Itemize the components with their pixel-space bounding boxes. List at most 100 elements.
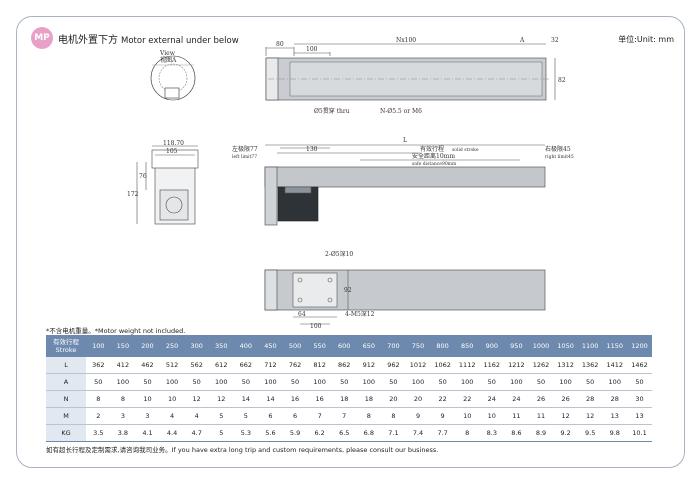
- dim-a: A: [519, 37, 525, 44]
- dim-100-bottom: 100: [310, 323, 322, 330]
- table-cell: 9.2: [553, 424, 578, 442]
- weight-note: *不含电机重量。*Motor weight not included.: [46, 327, 186, 335]
- table-cell: 26: [553, 390, 578, 408]
- table-cell: 100: [307, 373, 332, 391]
- table-cell: 16: [282, 390, 308, 408]
- table-cell: 562: [184, 357, 209, 374]
- table-cell: 8.9: [528, 424, 554, 442]
- table-cell: 912: [356, 357, 382, 374]
- stroke-col-650: 650: [356, 335, 382, 357]
- right-limit-en: right limit45: [545, 154, 574, 160]
- table-cell: 14: [233, 390, 259, 408]
- table-cell: 50: [331, 373, 357, 391]
- table-cell: 8: [356, 407, 382, 425]
- model-badge: MP: [31, 27, 53, 49]
- table-cell: 11: [528, 407, 554, 425]
- table-cell: 9: [405, 407, 431, 425]
- row-label: KG: [46, 424, 86, 442]
- table-cell: 1062: [430, 357, 455, 374]
- top-view-rail: [265, 43, 556, 101]
- row-label: A: [46, 373, 86, 391]
- table-cell: 812: [307, 357, 332, 374]
- dim-82: 82: [558, 77, 566, 84]
- table-cell: 50: [479, 373, 505, 391]
- table-cell: 50: [627, 373, 652, 391]
- table-cell: 100: [258, 373, 283, 391]
- stroke-col-900: 900: [479, 335, 505, 357]
- table-cell: 412: [110, 357, 136, 374]
- table-cell: 462: [135, 357, 160, 374]
- row-label: M: [46, 407, 86, 425]
- table-cell: 10.1: [627, 424, 652, 442]
- right-limit-cn: 右极限45: [545, 145, 571, 153]
- hole-thru-label: Ø5贯穿 thru: [314, 107, 350, 115]
- table-cell: 50: [381, 373, 406, 391]
- table-cell: 100: [553, 373, 578, 391]
- table-cell: 6: [258, 407, 283, 425]
- stroke-col-150: 150: [110, 335, 136, 357]
- dim-l: L: [403, 137, 407, 144]
- table-cell: 4.7: [184, 424, 209, 442]
- table-cell: 8: [381, 407, 406, 425]
- table-cell: 1012: [405, 357, 431, 374]
- dim-118: 118.70: [163, 140, 184, 147]
- table-cell: 100: [405, 373, 431, 391]
- stroke-col-200: 200: [135, 335, 160, 357]
- table-cell: 5: [208, 424, 234, 442]
- title-cn: 电机外置下方: [58, 35, 118, 46]
- table-cell: 30: [627, 390, 652, 408]
- table-cell: 50: [577, 373, 603, 391]
- stroke-header-cn: 有效行程: [53, 338, 79, 346]
- stroke-col-800: 800: [430, 335, 455, 357]
- table-cell: 962: [381, 357, 406, 374]
- table-cell: 11: [504, 407, 529, 425]
- table-cell: 18: [356, 390, 382, 408]
- table-cell: 100: [208, 373, 234, 391]
- holes-n-label: N-Ø5.5 or M6: [380, 108, 422, 115]
- stroke-cn: 有效行程: [420, 145, 444, 153]
- safety-en: safe distance90mm: [412, 161, 457, 167]
- table-cell: 5.3: [233, 424, 259, 442]
- table-cell: 1362: [577, 357, 603, 374]
- table-cell: 22: [430, 390, 455, 408]
- table-cell: 22: [454, 390, 480, 408]
- table-cell: 8.3: [479, 424, 505, 442]
- table-cell: 762: [282, 357, 308, 374]
- dim-nx100: Nx100: [396, 37, 416, 44]
- table-cell: 50: [233, 373, 259, 391]
- table-cell: 4: [159, 407, 185, 425]
- stroke-col-550: 550: [307, 335, 332, 357]
- stroke-col-1000: 1000: [528, 335, 554, 357]
- dim-100-top: 100: [306, 46, 318, 53]
- table-cell: 8: [86, 390, 111, 408]
- table-cell: 9.8: [602, 424, 628, 442]
- table-cell: 862: [331, 357, 357, 374]
- table-cell: 50: [135, 373, 160, 391]
- table-cell: 6.5: [331, 424, 357, 442]
- row-label: L: [46, 357, 86, 374]
- table-cell: 28: [577, 390, 603, 408]
- table-cell: 5.9: [282, 424, 308, 442]
- table-cell: 10: [159, 390, 185, 408]
- table-cell: 3: [135, 407, 160, 425]
- left-limit-cn: 左极限77: [232, 145, 258, 153]
- dim-130: 130: [306, 146, 318, 153]
- dim-92: 92: [344, 287, 352, 294]
- table-cell: 5: [208, 407, 234, 425]
- stroke-col-500: 500: [282, 335, 308, 357]
- dim-32: 32: [551, 37, 559, 44]
- stroke-col-350: 350: [208, 335, 234, 357]
- dim-172: 172: [127, 191, 139, 198]
- table-cell: 4: [184, 407, 209, 425]
- table-cell: 50: [282, 373, 308, 391]
- table-cell: 50: [528, 373, 554, 391]
- table-cell: 10: [454, 407, 480, 425]
- dim-64: 64: [298, 311, 306, 318]
